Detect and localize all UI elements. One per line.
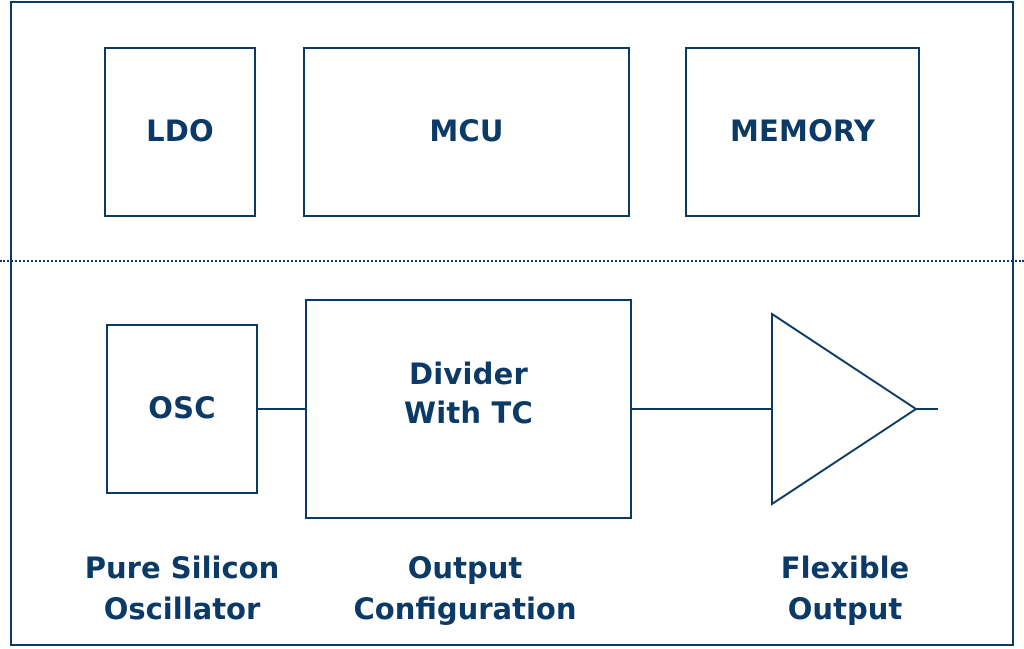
divider-label-line2: With TC xyxy=(404,396,533,430)
output-configuration-caption: Output Configuration xyxy=(320,548,610,630)
ldo-label: LDO xyxy=(146,114,214,149)
output-configuration-caption-line2: Configuration xyxy=(353,592,577,626)
osc-to-divider-wire xyxy=(258,408,305,410)
divider-block: Divider With TC xyxy=(305,299,632,519)
oscillator-caption-line2: Oscillator xyxy=(103,592,261,626)
output-wire xyxy=(916,408,938,410)
flexible-output-caption-line1: Flexible xyxy=(780,551,910,585)
diagram-frame xyxy=(10,1,1014,646)
memory-block: MEMORY xyxy=(685,47,920,217)
mcu-block: MCU xyxy=(303,47,630,217)
oscillator-caption: Pure Silicon Oscillator xyxy=(52,548,312,630)
output-buffer-symbol xyxy=(771,312,918,506)
section-divider xyxy=(0,260,1024,262)
osc-block: OSC xyxy=(106,324,258,494)
ldo-block: LDO xyxy=(104,47,256,217)
osc-label: OSC xyxy=(148,391,216,426)
mcu-label: MCU xyxy=(429,114,504,149)
divider-to-buffer-wire xyxy=(632,408,772,410)
oscillator-caption-line1: Pure Silicon xyxy=(84,551,280,585)
output-configuration-caption-line1: Output xyxy=(407,551,523,585)
memory-label: MEMORY xyxy=(729,114,876,149)
flexible-output-caption-line2: Output xyxy=(787,592,903,626)
divider-label-line1: Divider xyxy=(409,356,528,391)
flexible-output-caption: Flexible Output xyxy=(740,548,950,630)
